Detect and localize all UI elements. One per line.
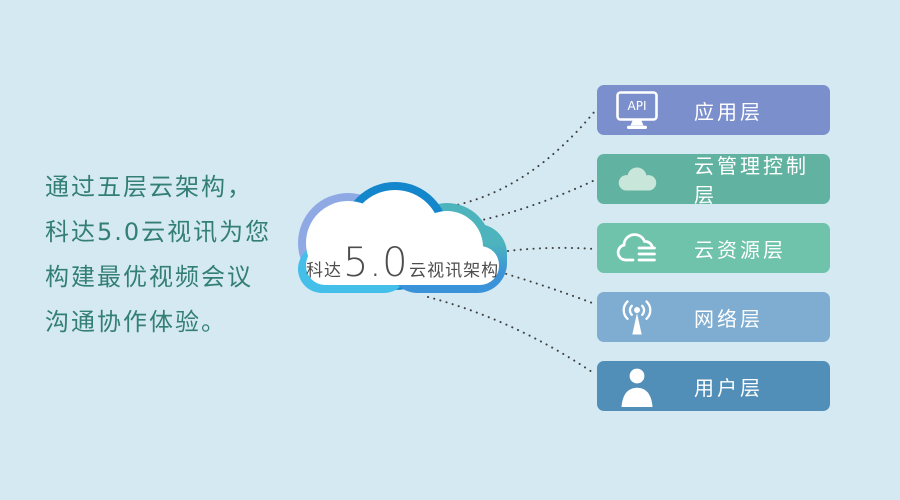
layer-label: 云管理控制层 <box>694 154 809 207</box>
connector-line-network <box>499 271 596 305</box>
connector-line-cloud-management <box>477 179 596 222</box>
user-icon <box>613 364 661 408</box>
cloud-list-icon <box>613 226 661 270</box>
layer-box-cloud-resource: 云资源层 <box>597 223 830 273</box>
layer-label: 云资源层 <box>694 237 786 262</box>
intro-text: 通过五层云架构， 科达5.0云视讯为您 构建最优视频会议 沟通协作体验。 <box>45 165 271 345</box>
api-monitor-icon: API <box>613 88 661 132</box>
connector-line-application <box>451 110 596 207</box>
intro-line: 科达5.0云视讯为您 <box>45 218 272 246</box>
layer-box-cloud-management: 云管理控制层 <box>597 154 830 207</box>
intro-line: 通过五层云架构， <box>45 173 253 201</box>
cloud-shape <box>298 182 507 293</box>
svg-text:API: API <box>628 99 647 113</box>
connector-line-user <box>427 296 596 375</box>
intro-line: 构建最优视频会议 <box>45 263 253 291</box>
connector-line-cloud-resource <box>507 246 596 252</box>
antenna-signal-icon <box>613 295 661 339</box>
layer-box-network: 网络层 <box>597 292 830 342</box>
layer-box-application: API 应用层 <box>597 85 830 135</box>
cloud-title-version: 5.0 <box>343 240 409 286</box>
cloud-title: 科达5.0云视讯架构 <box>306 241 499 285</box>
intro-line: 沟通协作体验。 <box>45 308 227 336</box>
layer-box-user: 用户层 <box>597 361 830 411</box>
layer-label: 网络层 <box>694 306 763 331</box>
cloud-title-suffix: 云视讯架构 <box>409 261 500 281</box>
cloud-interior <box>306 190 499 285</box>
layer-label: 用户层 <box>694 375 763 400</box>
cloud-filled-icon <box>613 157 661 201</box>
layer-label: 应用层 <box>694 99 763 124</box>
cloud-title-prefix: 科达 <box>306 261 342 281</box>
